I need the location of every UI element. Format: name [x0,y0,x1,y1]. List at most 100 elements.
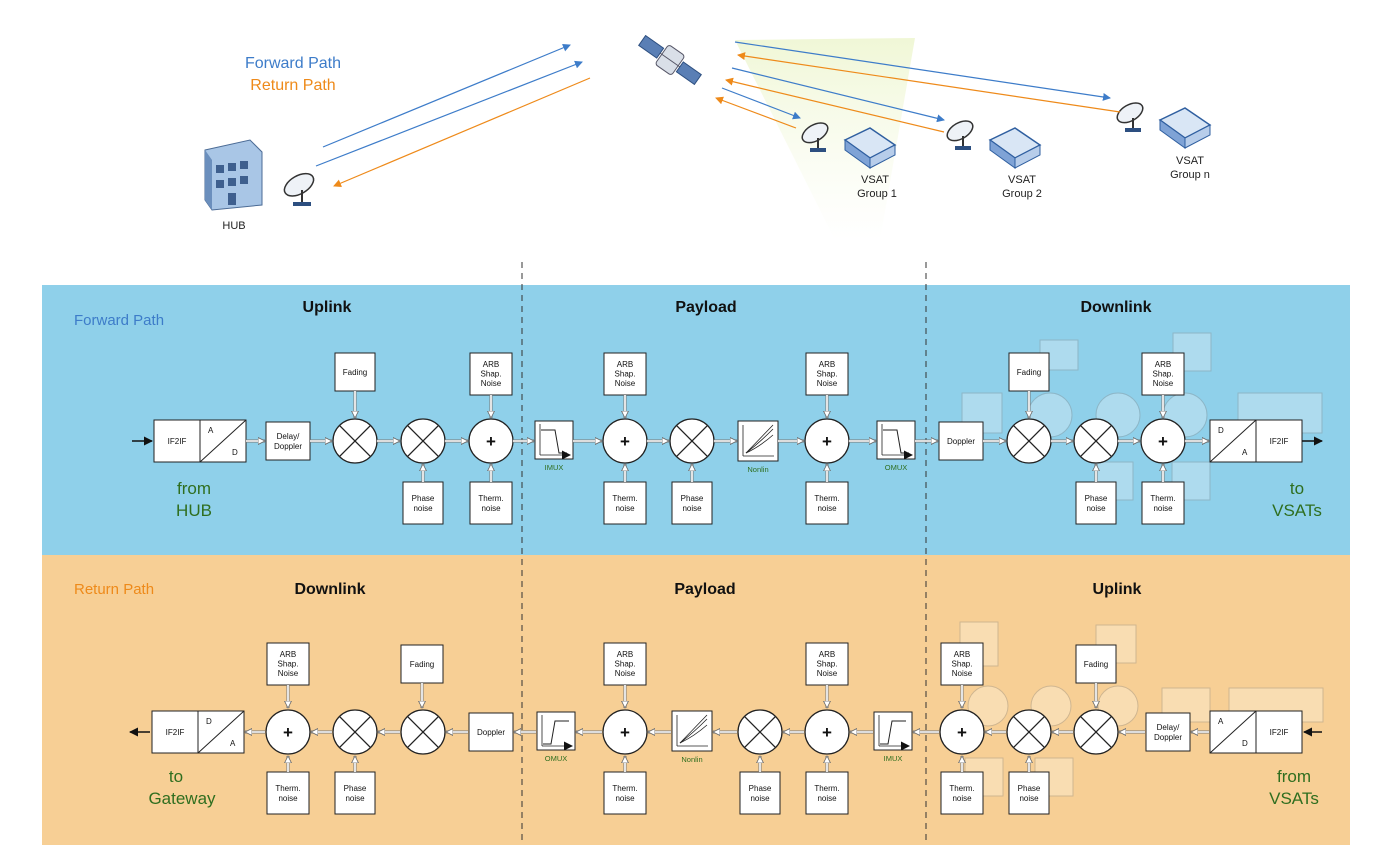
fwd-therm-noise-dl-text: Therm. [1150,494,1175,503]
fwd-fading-text: Fading [343,368,367,377]
fwd-adc: AD [199,419,247,463]
ret-arb-noise-1-text: Noise [615,669,636,678]
fwd-thermal-adder-1: + [468,418,514,464]
ret-fading-mixer-ul [1073,709,1119,755]
fwd-imux: IMUX [534,420,574,472]
ret-therm-noise-dl: Therm.noise [266,771,310,815]
vsat-groupn-line1: VSAT [1176,155,1204,167]
ret-imux: IMUX [873,711,913,763]
vsat1-dish-icon [801,122,829,152]
ret-doppler-text: Doppler [477,728,505,737]
ret-if2if-out-text: IF2IF [166,728,185,737]
fwd-arb-noise-1-text: ARB [483,360,499,369]
fwd-delay-doppler: Delay/Doppler [265,421,311,461]
fwd-arb-noise-2-text: Noise [615,379,636,388]
fwd-arb-noise-dl-text: ARB [1155,360,1171,369]
fwd-imux-label: IMUX [545,463,564,472]
ret-arb-noise-dl-text: Noise [278,669,299,678]
svg-text:+: + [822,723,832,742]
top-scene: Forward Path Return Path HUB [204,34,1212,240]
ret-section-downlink: Downlink [294,581,365,598]
fwd-therm-noise-2-text: Therm. [612,494,637,503]
ret-section-payload: Payload [674,581,735,598]
fwd-therm-noise-2: Therm.noise [603,481,647,525]
ret-therm-noise-1-text: Therm. [612,784,637,793]
vsat-group1-line2: Group 1 [857,188,897,200]
ret-phase-noise-dl-text: noise [345,794,365,803]
ret-therm-noise-ul-text: noise [952,794,972,803]
fwd-connectors [246,391,1209,482]
ret-if2if-in-text: IF2IF [1270,728,1289,737]
fwd-omux-label: OMUX [885,463,908,472]
fwd-therm-noise-1-text: noise [481,504,501,513]
ret-omux: OMUX [536,711,576,763]
ret-adc-bottom-letter: D [1242,739,1248,748]
fwd-therm-noise-3-text: noise [817,504,837,513]
ret-phase-noise-1-text: Phase [749,784,772,793]
ret-doppler: Doppler [468,712,514,752]
ret-arb-noise-2-text: Noise [817,669,838,678]
ret-phase-mixer-ul [1006,709,1052,755]
fwd-nonlin-label: Nonlin [747,465,768,474]
ret-arb-noise-ul-text: ARB [954,650,970,659]
fwd-thermal-adder-dl: + [1140,418,1186,464]
fwd-thermal-adder-2: + [602,418,648,464]
ret-thermal-adder-ul: + [939,709,985,755]
fwd-section-downlink: Downlink [1080,299,1151,316]
ret-fading-ul-text: Fading [1084,660,1108,669]
ret-therm-noise-1: Therm.noise [603,771,647,815]
to-vsats-line2: VSATs [1272,501,1322,520]
return-chain: IF2IFDA+ARBShap.NoiseTherm.noisePhasenoi… [129,642,1322,815]
ret-phase-noise-dl-text: Phase [344,784,367,793]
ret-omux-label: OMUX [545,754,568,763]
fwd-therm-noise-1-text: Therm. [478,494,503,503]
vsat2-dish-icon [946,120,974,150]
fwd-thermal-adder-3: + [804,418,850,464]
return-path-label: Return Path [74,581,154,598]
fwd-phase-mixer [400,418,446,464]
link-arrows [315,41,1121,187]
fwd-phase-noise-2-text: Phase [681,494,704,503]
vsat-group1-line1: VSAT [861,174,889,186]
fwd-therm-noise-dl: Therm.noise [1141,481,1185,525]
fwd-phase-noise-1-text: noise [413,504,433,513]
svg-text:+: + [822,432,832,451]
to-gateway-line2: Gateway [148,789,216,808]
ret-therm-noise-2-text: noise [817,794,837,803]
ret-delay-doppler-text: Doppler [1154,733,1182,742]
legend-forward: Forward Path [245,55,341,72]
fwd-arb-noise-1-text: Shap. [481,370,502,379]
ret-arb-noise-2-text: Shap. [817,660,838,669]
ret-fading-dl: Fading [400,644,444,684]
ret-thermal-adder-dl: + [265,709,311,755]
fwd-delay-doppler-text: Delay/ [277,432,300,441]
ret-phase-noise-1-text: noise [750,794,770,803]
ret-thermal-adder-1: + [602,709,648,755]
ret-phase-noise-ul-text: noise [1019,794,1039,803]
ret-therm-noise-ul: Therm.noise [940,771,984,815]
ret-thermal-adder-2: + [804,709,850,755]
fwd-nonlin: Nonlin [737,420,779,474]
fwd-doppler: Doppler [938,421,984,461]
fwd-therm-noise-dl-text: noise [1153,504,1173,513]
ret-therm-noise-2-text: Therm. [814,784,839,793]
ret-fading-mixer-dl [400,709,446,755]
ret-arb-noise-1-text: ARB [617,650,633,659]
fwd-arb-noise-dl-text: Shap. [1153,370,1174,379]
svg-text:+: + [620,723,630,742]
ret-therm-noise-ul-text: Therm. [949,784,974,793]
fwd-phase-noise-dl-text: noise [1086,504,1106,513]
fwd-section-uplink: Uplink [303,299,352,316]
vsat2-modem-icon [988,127,1042,169]
ret-phase-mixer-dl [332,709,378,755]
svg-text:+: + [486,432,496,451]
fwd-doppler-text: Doppler [947,437,975,446]
